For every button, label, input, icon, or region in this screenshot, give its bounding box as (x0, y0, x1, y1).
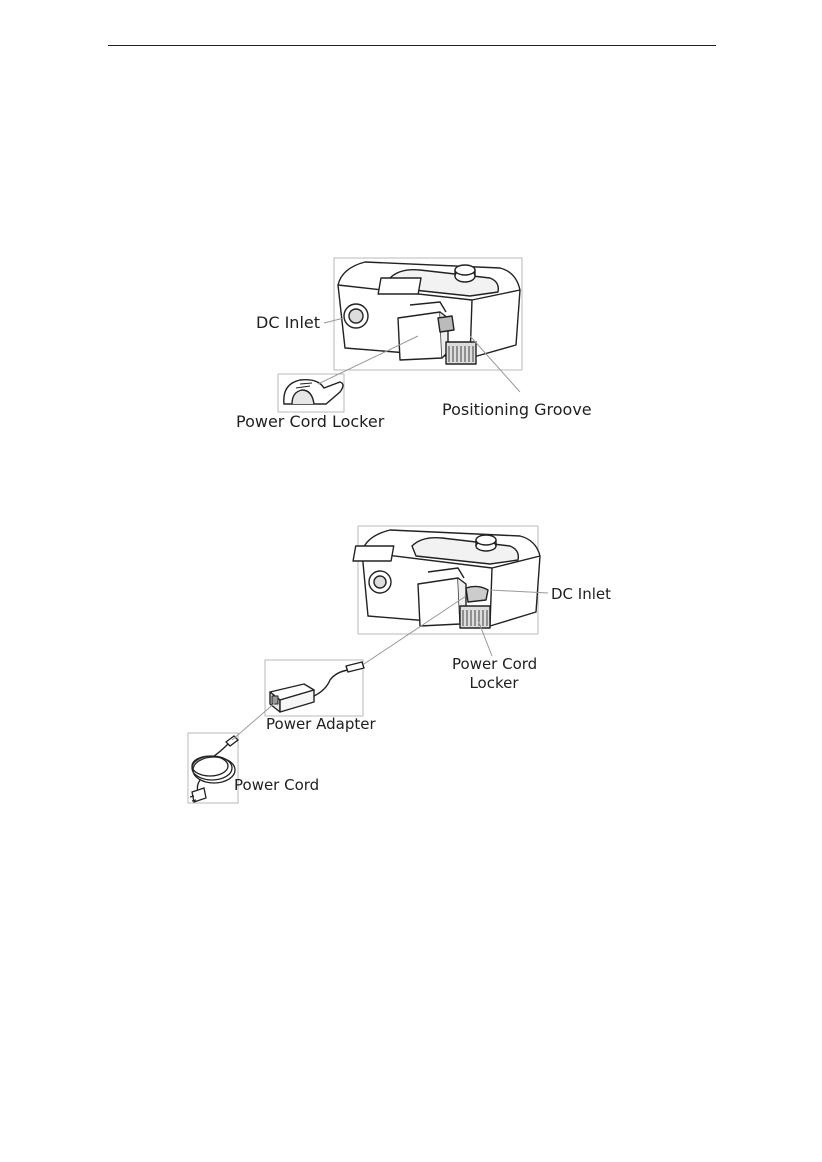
label-power-cord-locker-2-line2: Locker (452, 676, 536, 691)
label-power-adapter: Power Adapter (266, 717, 376, 732)
device-illustration-2 (353, 530, 540, 628)
label-dc-inlet-2: DC Inlet (551, 587, 611, 602)
label-power-cord: Power Cord (234, 778, 319, 793)
power-cord-part (190, 736, 238, 802)
label-power-cord-locker-2-line1: Power Cord (452, 657, 536, 672)
power-adapter-part (270, 662, 364, 712)
